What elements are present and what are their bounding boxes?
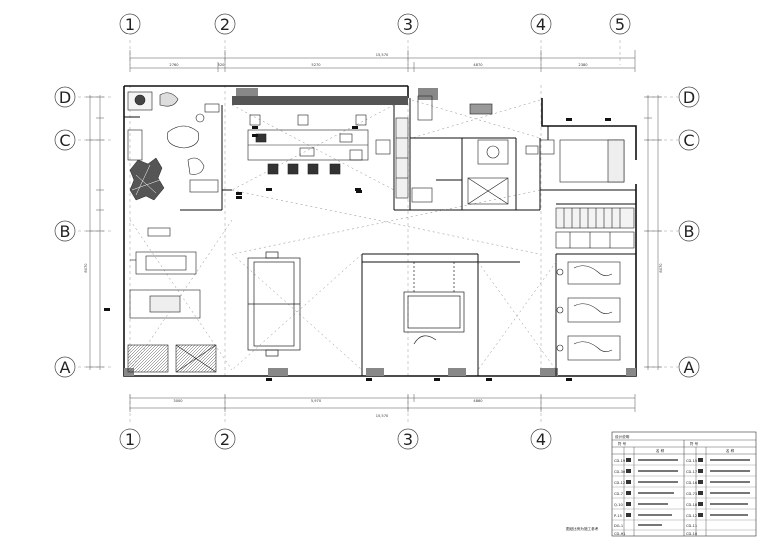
axis-bubble-D-right: D (678, 86, 700, 108)
svg-text:CD-12: CD-12 (614, 481, 625, 485)
legend-desc-bars (638, 459, 750, 526)
shaft (403, 262, 465, 345)
axis-bubble-4-top: 4 (530, 13, 552, 35)
axis-bubble-1-bottom: 1 (119, 428, 141, 450)
svg-text:CD-73: CD-73 (686, 492, 697, 496)
axis-bubble-D-left: D (54, 86, 76, 108)
axis-bubbles-right: D C B A (678, 86, 700, 378)
axis-bubble-3-bottom: 3 (397, 428, 419, 450)
svg-text:CD-15: CD-15 (686, 459, 697, 463)
svg-text:3: 3 (403, 15, 413, 34)
axis-bubble-C-right: C (678, 129, 700, 151)
svg-text:520: 520 (218, 63, 226, 67)
axis-bubble-3-top: 3 (397, 13, 419, 35)
axis-bubble-A-left: A (54, 356, 76, 378)
svg-text:CD-16: CD-16 (686, 481, 698, 485)
svg-text:P-15: P-15 (614, 514, 622, 518)
treatment-chairs (556, 261, 621, 361)
plant-icon (129, 157, 165, 201)
svg-text:4: 4 (536, 15, 546, 34)
dimension-bottom (129, 394, 636, 412)
svg-text:C: C (683, 131, 694, 150)
axis-bubble-2-top: 2 (214, 13, 236, 35)
ceiling-guides (129, 99, 557, 371)
dimension-right (644, 95, 662, 370)
axis-bubbles-left: D C B A (54, 86, 76, 378)
svg-text:5,970: 5,970 (311, 399, 322, 403)
svg-text:CD-19: CD-19 (614, 459, 626, 463)
dimension-top-labels: 15,570 2760 520 5270 4870 2380 (169, 53, 588, 67)
left-equipment (127, 227, 217, 373)
axis-bubbles-top: 1 2 3 4 5 (119, 13, 631, 35)
legend-symbols (626, 458, 703, 517)
axis-bubble-B-left: B (54, 220, 76, 242)
svg-text:Q-10: Q-10 (614, 503, 624, 507)
dimension-left (86, 95, 104, 370)
axis-bubble-B-right: B (678, 220, 700, 242)
svg-text:C: C (59, 131, 70, 150)
svg-text:2: 2 (220, 15, 230, 34)
svg-text:D: D (59, 88, 71, 107)
svg-text:B: B (684, 222, 695, 241)
dimension-bottom-labels: 3000 5,970 4860 15,570 (173, 399, 483, 418)
exterior-walls (123, 85, 637, 377)
top-cabinets (232, 88, 408, 105)
svg-text:1: 1 (125, 15, 135, 34)
legend-col-header-4: 名 称 (726, 448, 735, 453)
legend-col-header-1: 符 号 (618, 441, 627, 446)
svg-text:4860: 4860 (473, 399, 483, 403)
legend-left-codes: CD-19 CD-30 CD-12 CD-7 Q-10 P-15 DG-1 CD… (614, 459, 626, 536)
central-table (247, 251, 301, 357)
dimension-top (129, 50, 636, 72)
legend-col-header-2: 名 称 (656, 448, 665, 453)
bedroom-furniture (525, 139, 635, 249)
svg-text:15,570: 15,570 (376, 414, 389, 418)
svg-text:CD-7: CD-7 (614, 492, 623, 496)
axis-bubbles-bottom: 1 2 3 4 (119, 428, 552, 450)
axis-bubble-C-left: C (54, 129, 76, 151)
wet-core-fixtures (395, 95, 509, 205)
svg-text:3000: 3000 (173, 399, 183, 403)
svg-text:A: A (60, 358, 71, 377)
dimension-right-total: 8070 (659, 263, 663, 273)
svg-text:2: 2 (220, 430, 230, 449)
axis-bubble-2-bottom: 2 (214, 428, 236, 450)
annotation-tags (104, 118, 611, 381)
legend-col-header-3: 符 号 (690, 441, 699, 446)
svg-text:15,570: 15,570 (376, 53, 389, 57)
legend-rows (612, 464, 756, 531)
lab-bench (247, 114, 391, 175)
svg-text:D: D (683, 88, 695, 107)
dimension-left-total: 8070 (84, 263, 88, 273)
lounge-furniture (127, 91, 220, 193)
svg-text:4870: 4870 (473, 63, 483, 67)
legend-title: 设计说明 (615, 434, 630, 439)
svg-text:DG-1: DG-1 (614, 524, 623, 528)
svg-text:2380: 2380 (578, 63, 588, 67)
drawing-note: 图纸比例为施工参考 (566, 526, 599, 531)
svg-text:CD-30: CD-30 (614, 470, 626, 474)
svg-text:1: 1 (125, 430, 135, 449)
svg-text:3: 3 (403, 430, 413, 449)
svg-text:5270: 5270 (311, 63, 321, 67)
svg-text:B: B (60, 222, 71, 241)
svg-text:5: 5 (615, 15, 625, 34)
svg-text:4: 4 (536, 430, 546, 449)
svg-text:CD-H1: CD-H1 (614, 532, 626, 536)
interior-walls (124, 98, 636, 376)
svg-text:CD-11: CD-11 (686, 524, 697, 528)
legend-table: 设计说明 符 号 名 称 符 号 名 称 CD-19 CD-30 CD-12 C… (611, 431, 757, 537)
svg-text:CD-18: CD-18 (686, 503, 698, 507)
svg-text:A: A (684, 358, 695, 377)
axis-bubble-4-bottom: 4 (530, 428, 552, 450)
axis-bubble-1-top: 1 (119, 13, 141, 35)
svg-text:2760: 2760 (169, 63, 179, 67)
svg-text:CD-10: CD-10 (686, 532, 698, 536)
axis-bubble-5-top: 5 (609, 13, 631, 35)
legend-right-codes: CD-15 CD-17 CD-16 CD-73 CD-18 CD-12 CD-1… (686, 459, 698, 536)
svg-text:CD-12: CD-12 (686, 514, 697, 518)
svg-text:CD-17: CD-17 (686, 470, 697, 474)
axis-bubble-A-right: A (678, 356, 700, 378)
